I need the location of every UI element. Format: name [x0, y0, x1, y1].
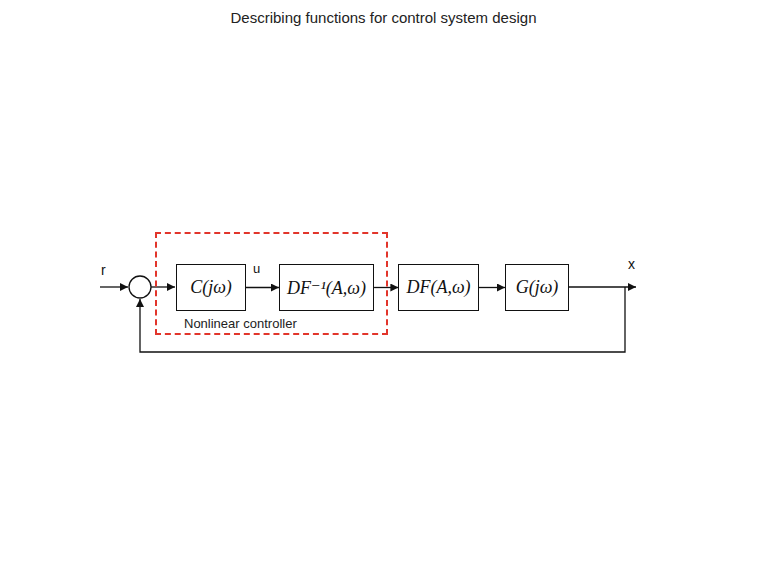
- signal-arrow: [246, 287, 279, 288]
- controller-group: Nonlinear controller C(jω) DF⁻¹(A,ω): [155, 232, 388, 335]
- group-heading: Nonlinear controller: [184, 316, 297, 331]
- signal-name: u: [252, 261, 261, 276]
- block-box: C(jω): [176, 264, 246, 311]
- block-label: DF(A,ω): [406, 277, 470, 298]
- block-box: DF⁻¹(A,ω): [279, 264, 374, 311]
- block-label: DF⁻¹(A,ω): [287, 277, 366, 299]
- block-box: G(jω): [505, 264, 569, 311]
- input-wire: [100, 286, 128, 287]
- output-wire: [568, 286, 636, 287]
- diagram-title: Describing functions for control system …: [0, 9, 767, 26]
- block-label: G(jω): [516, 277, 559, 298]
- signal-name: r: [101, 262, 106, 278]
- block-box: DF(A,ω): [398, 264, 478, 311]
- signal-name: x: [628, 256, 635, 272]
- block-label: C(jω): [190, 277, 232, 298]
- signal-arrow: [479, 287, 505, 288]
- summing-junction: [129, 276, 151, 298]
